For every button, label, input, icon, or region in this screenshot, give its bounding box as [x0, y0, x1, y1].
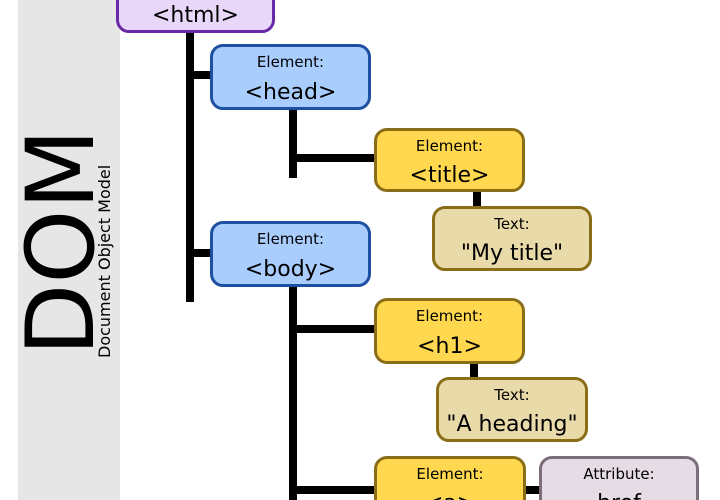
node-body-kind: Element:: [256, 230, 325, 248]
node-a-kind: Element:: [416, 465, 484, 483]
node-h1-kind: Element:: [415, 307, 484, 325]
node-title-kind: Element:: [415, 137, 484, 155]
node-html-tag: <html>: [152, 3, 239, 28]
node-body: Element: <body>: [210, 221, 371, 287]
node-h1-text: Text: "A heading": [436, 377, 588, 442]
side-title-band: [18, 0, 120, 500]
node-a-tag: <a>: [377, 491, 523, 500]
node-a-attribute-value: href: [542, 491, 696, 500]
node-html: <html>: [116, 0, 275, 33]
node-head-kind: Element:: [256, 53, 325, 71]
node-title-tag: <title>: [409, 163, 490, 188]
node-title: Element: <title>: [374, 128, 525, 192]
node-head-tag: <head>: [244, 80, 337, 105]
node-a-attribute: Attribute: href: [539, 456, 699, 500]
node-h1-text-value: "A heading": [446, 412, 578, 437]
node-body-tag: <body>: [244, 257, 337, 282]
node-title-text: Text: "My title": [432, 206, 592, 271]
node-a: Element: <a>: [374, 456, 526, 500]
node-a-attribute-kind: Attribute:: [583, 465, 655, 483]
node-h1-tag: <h1>: [417, 334, 482, 359]
node-h1-text-kind: Text:: [494, 386, 530, 404]
node-h1: Element: <h1>: [374, 298, 525, 364]
node-title-text-value: "My title": [460, 241, 564, 266]
node-title-text-kind: Text:: [494, 215, 530, 233]
node-head: Element: <head>: [210, 44, 371, 110]
